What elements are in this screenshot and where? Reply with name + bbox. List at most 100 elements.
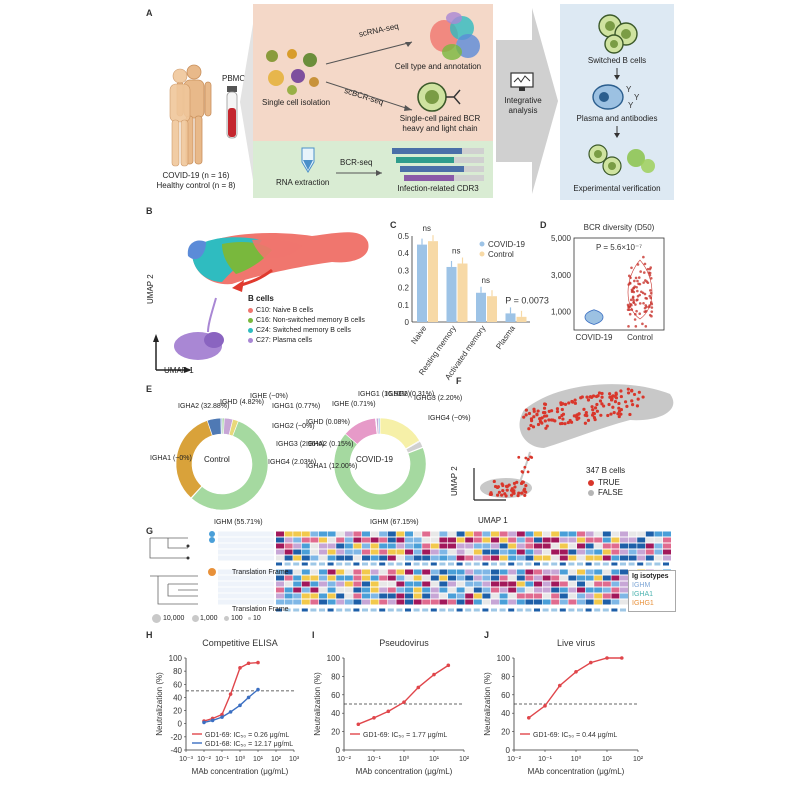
panel-label-j: J [484, 630, 490, 640]
b-cell-bcr-icon [417, 82, 461, 112]
legend-b-dot [248, 318, 253, 323]
f-gray-cluster [519, 384, 674, 448]
g-residue [551, 575, 560, 581]
series-point [372, 716, 376, 720]
f-true-point [517, 455, 521, 459]
g-residue [284, 593, 293, 599]
g-residue [387, 593, 396, 599]
g-residue [465, 543, 474, 549]
f-true-point [532, 407, 536, 411]
g-residue [465, 581, 474, 587]
g-residue [448, 581, 456, 587]
g-residue [516, 537, 525, 543]
panel-label-f: F [456, 376, 462, 386]
g-residue [508, 593, 517, 599]
g-residue [465, 549, 474, 555]
f-true-point [586, 418, 591, 422]
g-residue [534, 593, 542, 599]
g-residue [276, 593, 284, 599]
g-residue [310, 599, 319, 605]
g-residue [362, 531, 370, 537]
f-true-point [610, 398, 614, 402]
g-translation-frame-mark [551, 608, 558, 612]
g-node-dot [186, 556, 190, 560]
covid-label-ighm: IGHM (67.15%) [370, 519, 419, 526]
g-residue [319, 555, 327, 561]
g-residue [310, 581, 319, 587]
g-residue [362, 569, 370, 575]
g-residue [611, 537, 620, 543]
g-residue [594, 537, 603, 543]
f-true-point [524, 484, 528, 488]
covid-label-igha2: IGHA2 (0.15%) [306, 441, 354, 448]
g-residue [327, 599, 336, 605]
g-residue [551, 549, 560, 555]
g-residue [422, 531, 431, 537]
f-true-point [526, 458, 530, 461]
g-residue [276, 531, 284, 537]
g-residue [430, 581, 439, 587]
g-residue [301, 569, 310, 575]
g-residue [276, 575, 284, 581]
series-point [605, 656, 609, 660]
g-residue [465, 575, 474, 581]
g-seq-label-box [218, 587, 274, 593]
g-residue [276, 587, 284, 593]
g-residue [293, 549, 302, 555]
c-ytick: 0.5 [398, 232, 410, 241]
f-true-point [543, 419, 547, 423]
x-tick-label: 10⁰ [235, 755, 246, 763]
umap-f-xlabel: UMAP 1 [478, 516, 508, 525]
f-true-point [600, 395, 604, 399]
g-residue [611, 575, 620, 581]
covid-label-ighg2: IGHG2 (0.31%) [386, 391, 435, 398]
f-true-point [529, 455, 532, 459]
pbmc-label: PBMC [222, 74, 246, 83]
x-tick-label: 10¹ [602, 756, 613, 763]
ctrl-label-ighg3: IGHG3 (2.96%) [276, 441, 325, 448]
g-residue [319, 599, 327, 605]
g-residue [284, 575, 293, 581]
g-residue [422, 587, 431, 593]
g-residue [568, 555, 577, 561]
g-residue [508, 549, 517, 555]
g-residue [594, 569, 603, 575]
g-residue [620, 537, 628, 543]
g-residue [319, 531, 327, 537]
umap-b-clusters [153, 232, 369, 373]
d-point [632, 298, 635, 302]
f-true-point [540, 416, 544, 420]
scrna-arrow [325, 41, 413, 65]
g-residue [413, 555, 422, 561]
g-residue [602, 537, 611, 543]
g-residue [568, 543, 577, 549]
g-residue [499, 543, 508, 549]
g-translation-frame-mark [542, 608, 549, 612]
g-residue [353, 581, 362, 587]
g-residue [637, 531, 646, 537]
g-residue [499, 569, 508, 575]
ctrl-label-ighg4: IGHG4 (2.03%) [268, 459, 317, 466]
g-translation-frame-mark [405, 562, 411, 566]
series-point [543, 704, 547, 708]
g-translation-frame-mark [482, 562, 489, 566]
g-residue [516, 531, 525, 537]
rna-tube-icon [301, 147, 315, 173]
g-residue [473, 555, 482, 561]
g-residue [508, 569, 517, 575]
g-residue [422, 593, 431, 599]
f-true-point [496, 493, 500, 497]
f-true-point [597, 391, 602, 395]
cell-type-annotation-label: Cell type and annotation [394, 62, 482, 71]
g-residue [516, 575, 525, 581]
g-residue [654, 555, 663, 561]
c-bar [476, 292, 486, 322]
g-residue [301, 543, 310, 549]
g-residue [293, 537, 302, 543]
umap-f-ylabel: UMAP 2 [450, 466, 459, 496]
f-true-point [628, 412, 632, 417]
g-residue [577, 593, 585, 599]
g-residue [396, 593, 405, 599]
g-residue [413, 599, 422, 605]
d-point [644, 296, 647, 300]
